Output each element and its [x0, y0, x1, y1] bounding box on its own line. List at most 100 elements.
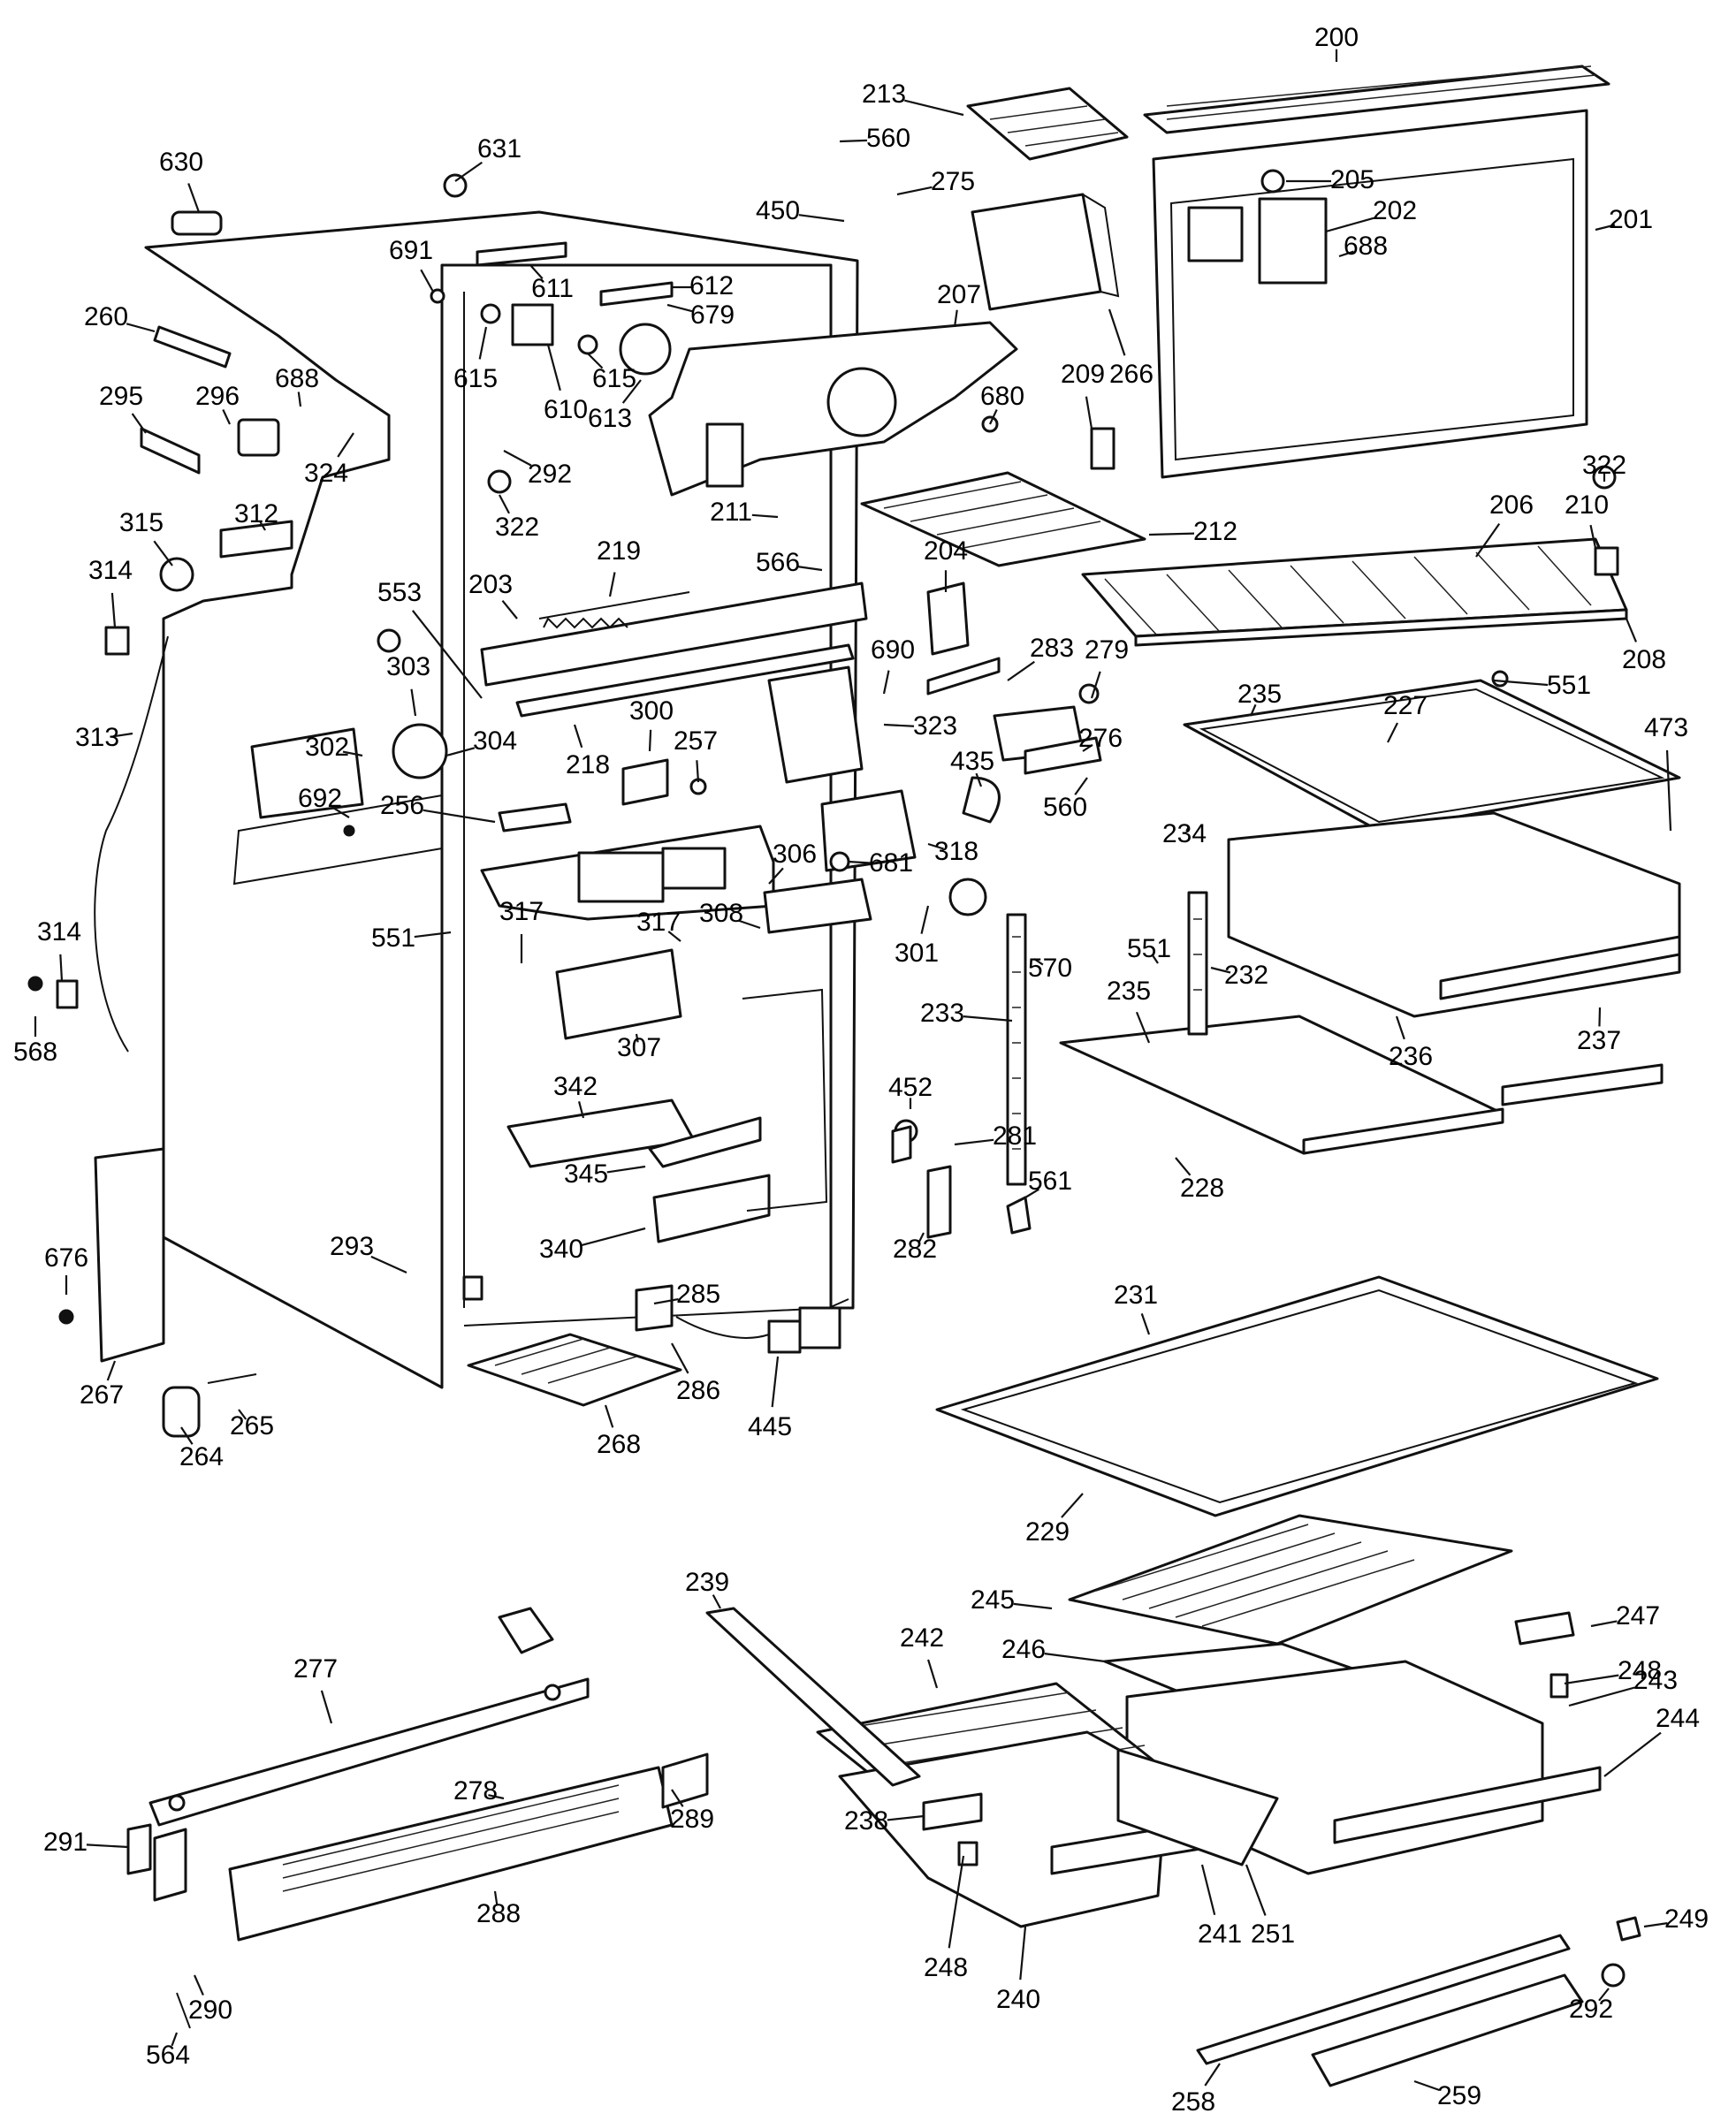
shelf-ladder-rails	[1006, 891, 1208, 1186]
leader-line-688	[1338, 250, 1354, 258]
part-number-label: 282	[893, 1235, 937, 1264]
leader-line-276	[1082, 743, 1093, 752]
leader-line-248	[948, 1855, 965, 1949]
leader-line-312	[259, 521, 266, 531]
part-number-label: 247	[1616, 1601, 1660, 1631]
part-number-label: 243	[1633, 1666, 1678, 1695]
leader-line-323	[883, 723, 915, 727]
leader-line-304	[445, 747, 476, 757]
part-number-label: 266	[1109, 360, 1154, 389]
leader-line-681	[848, 860, 872, 864]
leader-line-560	[1074, 777, 1088, 795]
leader-line-551	[414, 931, 452, 939]
part-number-label: 251	[1251, 1920, 1295, 1949]
leader-line-313	[112, 732, 133, 738]
leader-line-615	[587, 353, 604, 369]
leader-line-258	[1204, 2063, 1221, 2087]
leader-line-301	[920, 905, 930, 934]
leader-line-233	[963, 1015, 1013, 1022]
part-number-label: 680	[980, 382, 1024, 411]
leader-line-564	[171, 2032, 179, 2047]
leader-line-279	[1090, 671, 1101, 699]
leader-line-342	[577, 1101, 585, 1119]
leader-line-213	[904, 99, 964, 117]
leader-line-256	[423, 809, 496, 824]
leader-line-291	[86, 1844, 129, 1849]
leader-line-692	[332, 807, 350, 818]
leader-line-229	[1061, 1493, 1084, 1518]
part-number-label: 445	[748, 1412, 792, 1441]
part-number-label: 246	[1001, 1635, 1046, 1664]
part-number-label: 293	[330, 1232, 374, 1261]
leader-line-691	[420, 269, 434, 293]
leader-line-206	[1475, 523, 1501, 558]
leader-line-306	[768, 867, 784, 885]
part-number-label: 676	[44, 1243, 88, 1273]
part-number-label: 203	[468, 570, 513, 599]
part-number-label: 302	[305, 733, 349, 762]
freezer-shelf	[860, 471, 1146, 567]
leader-line-244	[1603, 1731, 1662, 1777]
part-number-label: 235	[1237, 680, 1282, 709]
mullion	[480, 582, 868, 718]
leader-line-237	[1598, 1007, 1602, 1027]
leader-line-435	[975, 772, 983, 787]
leader-line-281	[954, 1138, 994, 1146]
part-number-label: 231	[1114, 1281, 1158, 1310]
part-number-label: 233	[920, 999, 964, 1028]
leader-line-307	[635, 1033, 639, 1043]
wire-shelf	[1081, 537, 1628, 647]
leader-line-278	[488, 1794, 505, 1800]
part-number-label: 345	[564, 1159, 608, 1189]
part-number-label: 268	[597, 1430, 641, 1459]
leader-line-257	[696, 760, 700, 783]
leader-line-212	[1148, 532, 1195, 536]
base-grille	[228, 1766, 674, 1942]
leader-line-243	[1568, 1686, 1636, 1707]
leader-line-283	[1007, 660, 1035, 681]
leader-line-315	[153, 540, 173, 566]
part-number-label: 292	[1569, 1995, 1613, 2024]
part-number-label: 317	[636, 908, 681, 937]
cabinet-shell	[94, 210, 859, 1389]
glass-shelf	[935, 1275, 1659, 1517]
part-number-label: 681	[869, 848, 913, 878]
part-number-label: 615	[453, 364, 498, 393]
leader-line-615	[478, 326, 488, 360]
leader-line-235	[1135, 1011, 1151, 1044]
part-number-label: 560	[866, 124, 910, 153]
part-number-label: 570	[1028, 954, 1072, 983]
leader-line-277	[320, 1690, 333, 1724]
leader-line-238	[887, 1814, 925, 1821]
part-number-label: 631	[477, 134, 522, 163]
part-number-label: 296	[195, 382, 240, 411]
leader-line-265	[238, 1409, 247, 1420]
part-number-label: 312	[234, 499, 278, 528]
leader-line-314	[59, 954, 64, 982]
part-number-label: 615	[592, 364, 636, 393]
part-number-label: 566	[756, 548, 800, 577]
part-number-label: 564	[146, 2041, 190, 2070]
leader-line-293	[370, 1255, 407, 1274]
part-number-label: 249	[1664, 1904, 1709, 1934]
part-number-label: 322	[1582, 451, 1626, 480]
part-number-label: 300	[629, 696, 674, 726]
part-number-label: 204	[924, 536, 968, 566]
part-number-label: 219	[597, 536, 641, 566]
leader-line-290	[193, 1974, 204, 1996]
leader-line-561	[1024, 1188, 1039, 1198]
heater	[538, 591, 690, 629]
leader-line-288	[493, 1890, 499, 1905]
part-number-label: 295	[99, 382, 143, 411]
crisper-divider	[1116, 1748, 1279, 1866]
leader-line-314	[110, 592, 117, 628]
leader-line-631	[454, 161, 483, 182]
leader-line-473	[1665, 749, 1672, 832]
part-number-label: 612	[689, 271, 734, 300]
leader-line-228	[1175, 1157, 1192, 1176]
light-shield	[555, 948, 682, 1040]
part-number-label: 553	[377, 578, 422, 607]
part-number-label: 301	[895, 939, 939, 968]
part-number-label: 236	[1389, 1042, 1433, 1071]
part-number-label: 340	[539, 1235, 583, 1264]
